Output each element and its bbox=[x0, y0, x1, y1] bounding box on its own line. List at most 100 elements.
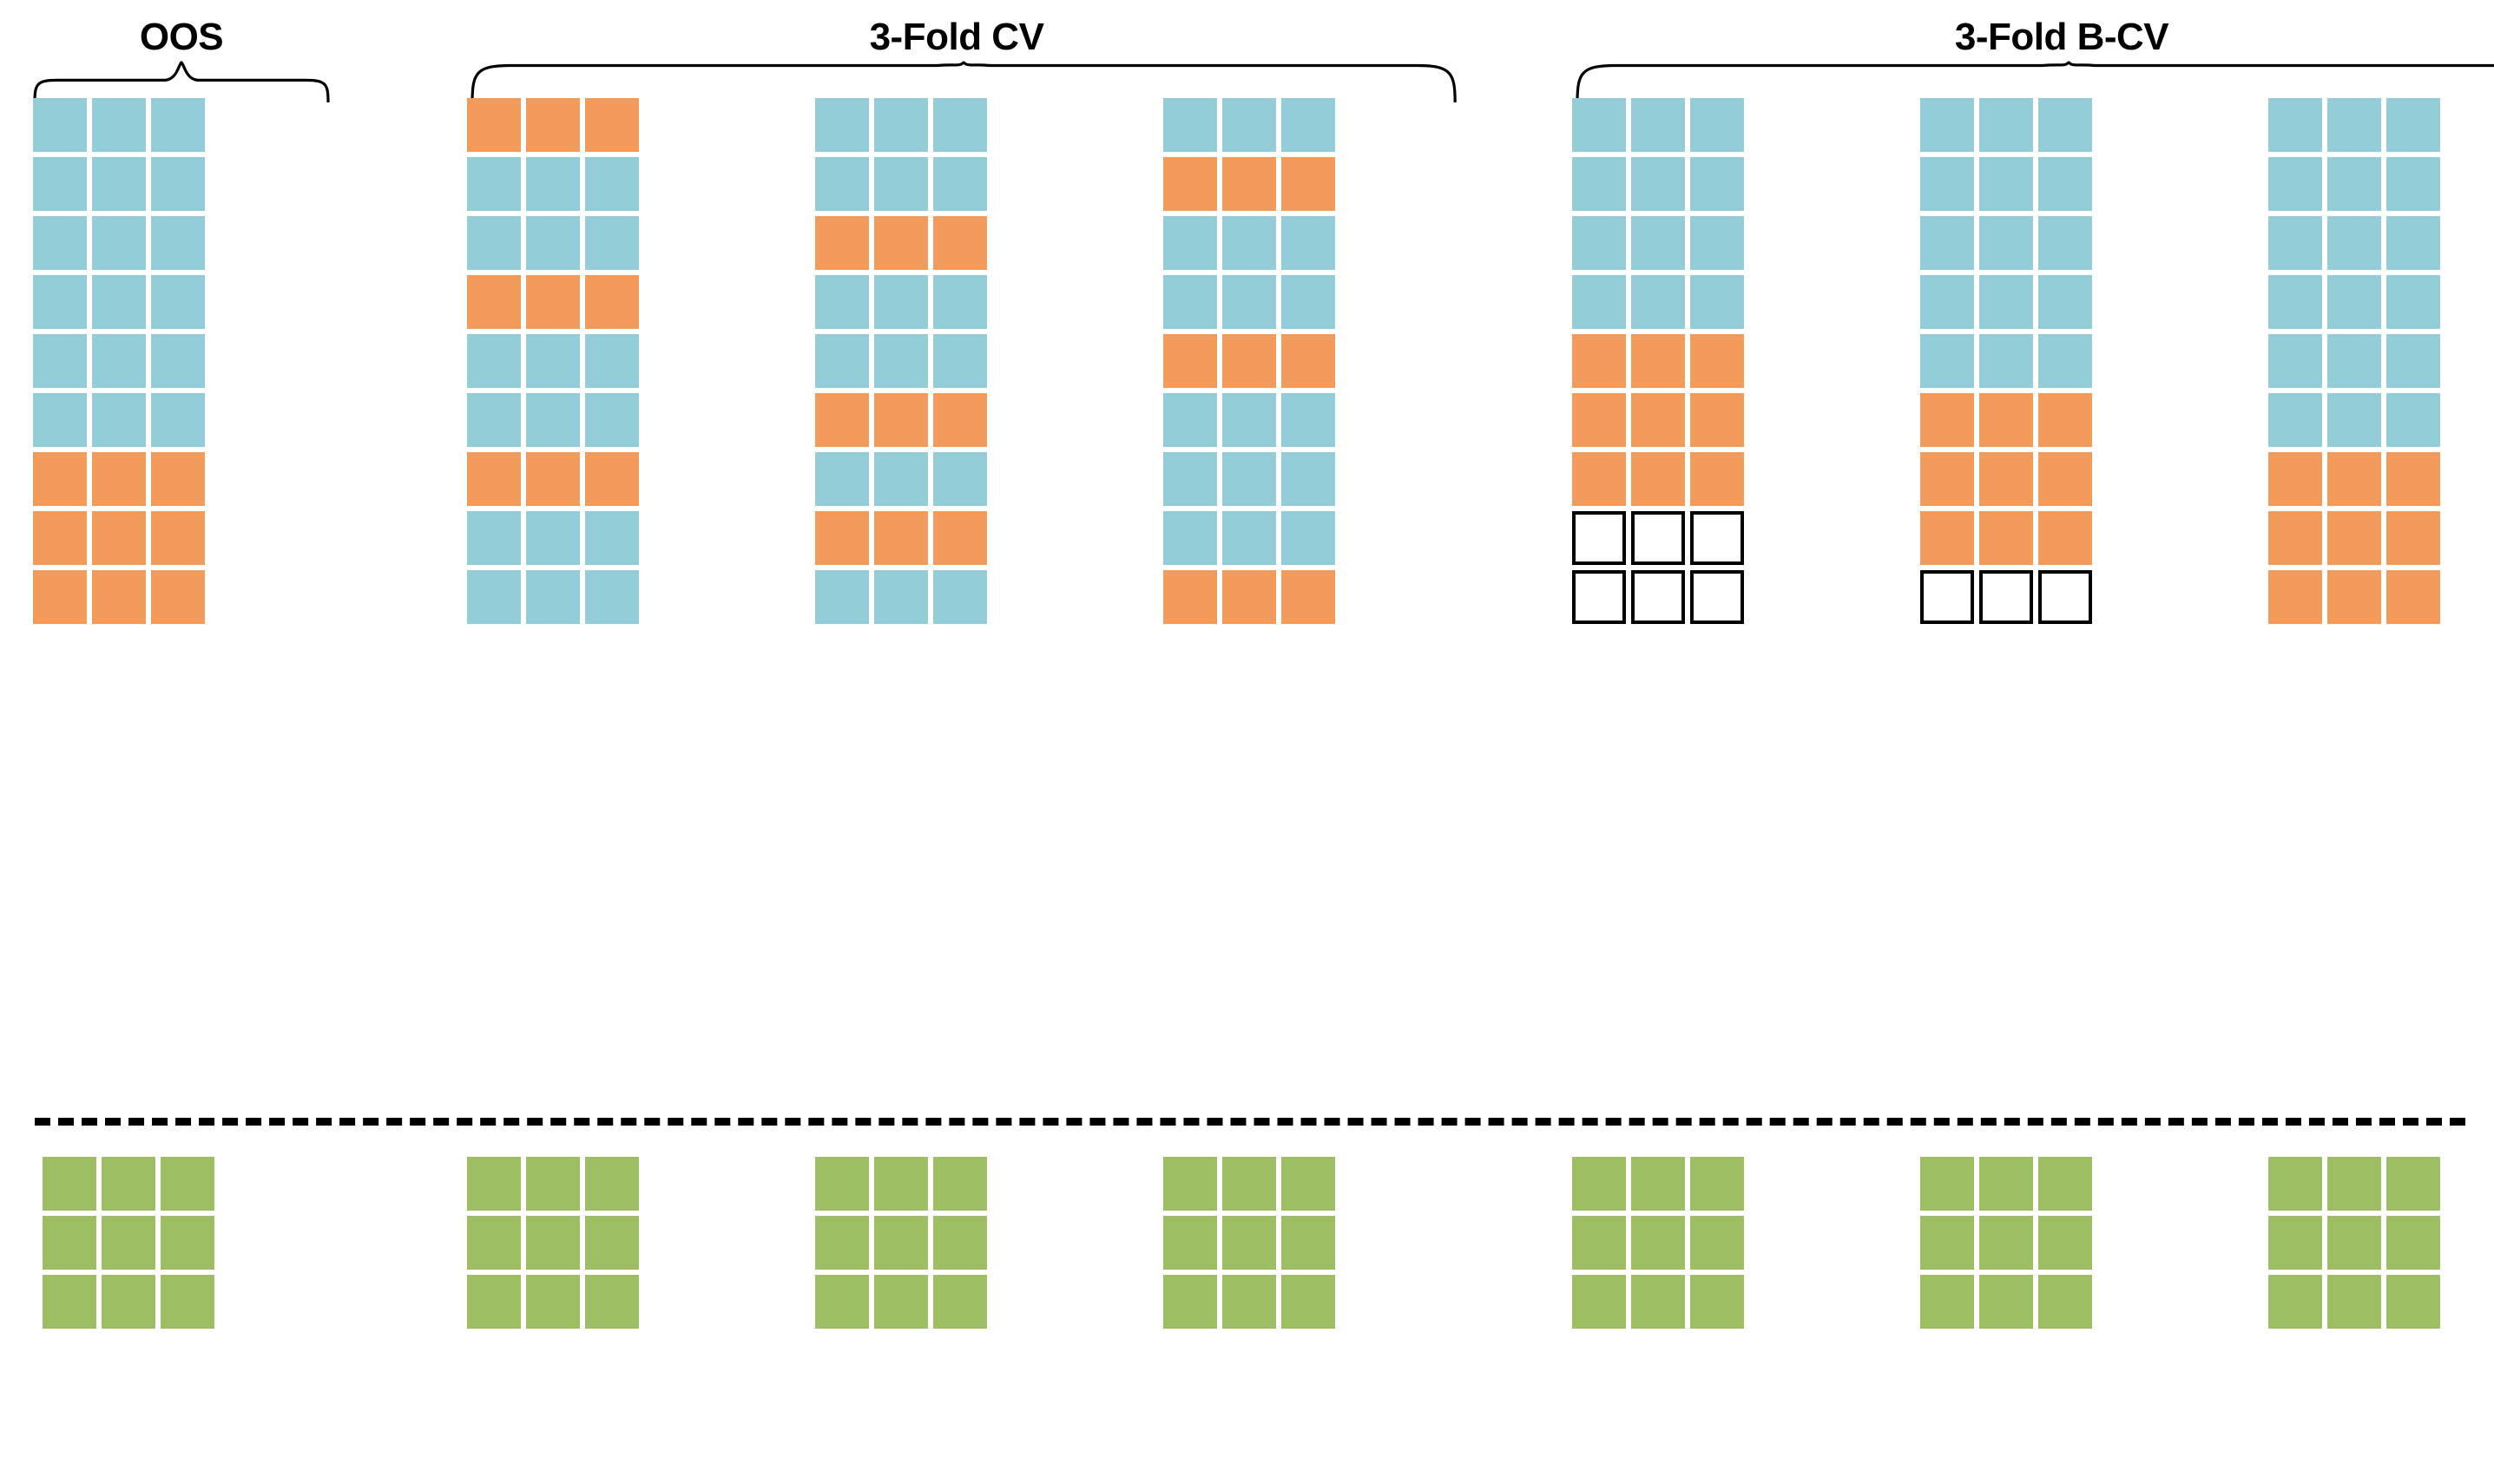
sample-cell-blue bbox=[151, 98, 205, 152]
sample-cell-blue bbox=[2267, 157, 2322, 211]
sample-cell-empty bbox=[1978, 570, 2033, 624]
sample-cell-orange bbox=[92, 570, 146, 624]
sample-cell-empty bbox=[1919, 570, 1974, 624]
outcome-block-bcv-outcome-1 bbox=[1571, 1157, 1744, 1329]
sample-cell-orange bbox=[932, 511, 987, 565]
sample-cell-green bbox=[1689, 1216, 1744, 1270]
sample-cell-blue bbox=[92, 98, 146, 152]
sample-cell-blue bbox=[932, 334, 987, 388]
sample-cell-green bbox=[1571, 1157, 1626, 1211]
sample-cell-orange bbox=[1280, 157, 1335, 211]
sample-cell-orange bbox=[33, 511, 87, 565]
sample-cell-blue bbox=[1630, 216, 1685, 270]
brace-path bbox=[470, 61, 1457, 102]
sample-cell-blue bbox=[584, 511, 639, 565]
sample-cell-orange bbox=[814, 393, 869, 447]
sample-cell-blue bbox=[33, 216, 87, 270]
sample-cell-green bbox=[2326, 1216, 2381, 1270]
sample-cell-blue bbox=[2326, 334, 2381, 388]
sample-cell-blue bbox=[584, 216, 639, 270]
sample-cell-orange bbox=[1162, 570, 1217, 624]
sample-cell-blue bbox=[151, 393, 205, 447]
sample-cell-orange bbox=[1689, 452, 1744, 506]
sample-cell-orange bbox=[1162, 157, 1217, 211]
sample-cell-green bbox=[161, 1275, 215, 1329]
sample-cell-blue bbox=[1162, 216, 1217, 270]
sample-cell-green bbox=[932, 1157, 987, 1211]
split-block-bcv-split-1 bbox=[1571, 98, 1744, 624]
sample-cell-blue bbox=[873, 275, 928, 329]
sample-cell-orange bbox=[33, 452, 87, 506]
sample-cell-blue bbox=[1162, 275, 1217, 329]
sample-cell-blue bbox=[2037, 216, 2092, 270]
sample-cell-green bbox=[1571, 1216, 1626, 1270]
sample-cell-green bbox=[932, 1275, 987, 1329]
sample-cell-blue bbox=[92, 275, 146, 329]
sample-cell-blue bbox=[1689, 275, 1744, 329]
sample-cell-blue bbox=[92, 157, 146, 211]
sample-cell-blue bbox=[932, 570, 987, 624]
sample-cell-blue bbox=[1978, 157, 2033, 211]
sample-cell-green bbox=[1162, 1216, 1217, 1270]
sample-cell-green bbox=[584, 1157, 639, 1211]
sample-cell-green bbox=[466, 1216, 521, 1270]
sample-cell-orange bbox=[466, 98, 521, 152]
sample-cell-empty bbox=[1689, 511, 1744, 565]
sample-cell-orange bbox=[1978, 393, 2033, 447]
group-brace-oos bbox=[33, 61, 330, 102]
sample-cell-blue bbox=[1978, 334, 2033, 388]
sample-cell-blue bbox=[814, 452, 869, 506]
sample-cell-blue bbox=[1221, 511, 1276, 565]
sample-cell-orange bbox=[1221, 157, 1276, 211]
sample-cell-blue bbox=[33, 334, 87, 388]
sample-cell-blue bbox=[1571, 275, 1626, 329]
outcome-block-cv-outcome-3 bbox=[1162, 1157, 1335, 1329]
sample-cell-blue bbox=[1571, 98, 1626, 152]
sample-cell-empty bbox=[1689, 570, 1744, 624]
sample-cell-blue bbox=[1689, 216, 1744, 270]
sample-cell-blue bbox=[2037, 334, 2092, 388]
sample-cell-blue bbox=[2267, 334, 2322, 388]
sample-cell-blue bbox=[1689, 157, 1744, 211]
sample-cell-orange bbox=[1221, 570, 1276, 624]
sample-cell-blue bbox=[873, 334, 928, 388]
sample-cell-green bbox=[1689, 1275, 1744, 1329]
sample-cell-blue bbox=[2385, 98, 2440, 152]
sample-cell-green bbox=[2267, 1216, 2322, 1270]
sample-cell-orange bbox=[92, 452, 146, 506]
sample-cell-orange bbox=[814, 216, 869, 270]
sample-cell-blue bbox=[873, 98, 928, 152]
sample-cell-green bbox=[525, 1157, 580, 1211]
sample-cell-green bbox=[1689, 1157, 1744, 1211]
sample-cell-green bbox=[1919, 1275, 1974, 1329]
sample-cell-blue bbox=[814, 157, 869, 211]
sample-cell-orange bbox=[2037, 452, 2092, 506]
sample-cell-green bbox=[1978, 1157, 2033, 1211]
sample-cell-green bbox=[2037, 1275, 2092, 1329]
split-block-cv-split-3 bbox=[1162, 98, 1335, 624]
sample-cell-orange bbox=[1978, 452, 2033, 506]
sample-cell-green bbox=[525, 1216, 580, 1270]
sample-cell-orange bbox=[2267, 452, 2322, 506]
sample-cell-blue bbox=[466, 157, 521, 211]
sample-cell-orange bbox=[466, 275, 521, 329]
sample-cell-orange bbox=[1280, 334, 1335, 388]
sample-cell-empty bbox=[2037, 570, 2092, 624]
sample-cell-orange bbox=[1221, 334, 1276, 388]
sample-cell-blue bbox=[1221, 275, 1276, 329]
sample-cell-blue bbox=[932, 275, 987, 329]
split-block-cv-split-2 bbox=[814, 98, 987, 624]
sample-cell-orange bbox=[873, 511, 928, 565]
sample-cell-green bbox=[2267, 1275, 2322, 1329]
sample-cell-green bbox=[161, 1216, 215, 1270]
sample-cell-blue bbox=[151, 334, 205, 388]
sample-cell-green bbox=[466, 1275, 521, 1329]
sample-cell-blue bbox=[151, 275, 205, 329]
sample-cell-blue bbox=[2326, 216, 2381, 270]
sample-cell-green bbox=[2385, 1275, 2440, 1329]
sample-cell-green bbox=[2326, 1275, 2381, 1329]
sample-cell-orange bbox=[2326, 452, 2381, 506]
sample-cell-blue bbox=[2037, 157, 2092, 211]
sample-cell-blue bbox=[873, 157, 928, 211]
sample-cell-orange bbox=[2385, 452, 2440, 506]
